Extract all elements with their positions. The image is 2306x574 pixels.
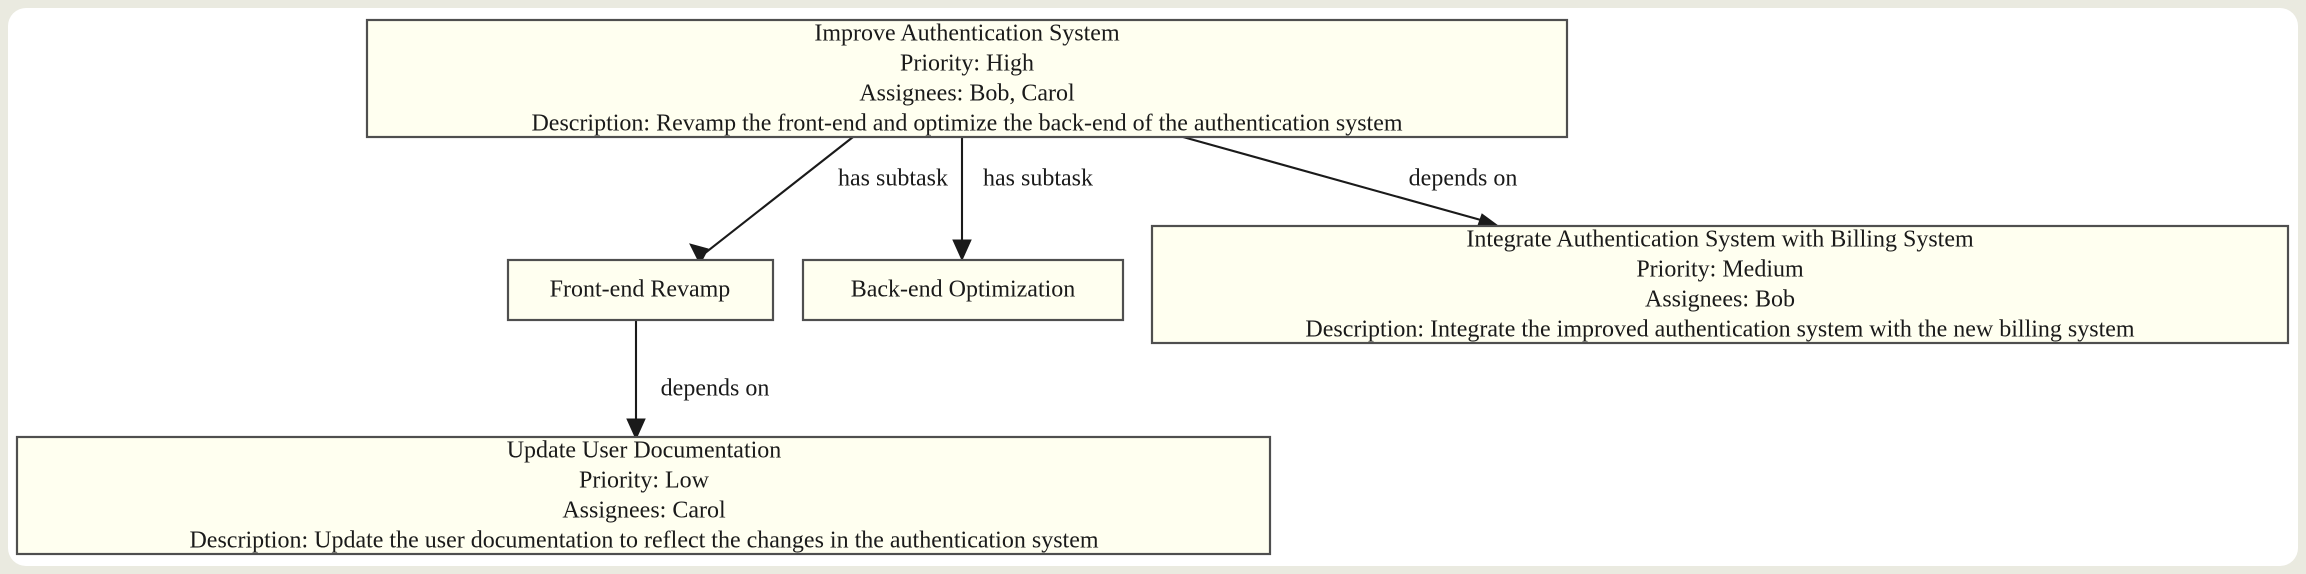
diagram-canvas: has subtask has subtask depends on depen… bbox=[8, 8, 2298, 566]
edge-label-has-subtask-right: has subtask bbox=[983, 166, 1093, 192]
node-description: Description: Update the user documentati… bbox=[189, 528, 1098, 554]
arrowhead-icon bbox=[626, 418, 646, 441]
node-assignees: Assignees: Carol bbox=[562, 498, 726, 524]
node-back-end-optimization[interactable]: Back-end Optimization bbox=[801, 258, 1125, 322]
node-title: Front-end Revamp bbox=[550, 277, 731, 303]
task-dependency-graph: has subtask has subtask depends on depen… bbox=[15, 18, 2290, 556]
node-priority: Priority: High bbox=[900, 51, 1034, 77]
node-description: Description: Revamp the front-end and op… bbox=[531, 111, 1402, 137]
node-box bbox=[801, 258, 1125, 322]
arrowhead-icon bbox=[952, 239, 972, 262]
edge-label-has-subtask-left: has subtask bbox=[838, 166, 948, 192]
node-assignees: Assignees: Bob bbox=[1645, 287, 1795, 313]
node-title: Integrate Authentication System with Bil… bbox=[1466, 227, 1974, 253]
node-box bbox=[15, 435, 1272, 556]
node-title: Back-end Optimization bbox=[851, 277, 1076, 303]
node-improve-authentication-system[interactable]: Improve Authentication System Priority: … bbox=[365, 18, 1569, 139]
node-priority: Priority: Medium bbox=[1636, 257, 1804, 283]
node-priority: Priority: Low bbox=[579, 468, 710, 494]
node-update-user-documentation[interactable]: Update User Documentation Priority: Low … bbox=[15, 435, 1272, 556]
node-assignees: Assignees: Bob, Carol bbox=[859, 81, 1075, 107]
node-title: Improve Authentication System bbox=[814, 21, 1120, 47]
node-box bbox=[365, 18, 1569, 139]
node-box bbox=[506, 258, 775, 322]
edge-label-depends-on-right: depends on bbox=[1409, 166, 1518, 192]
arrowhead-icon bbox=[689, 243, 709, 266]
edge-line bbox=[1182, 135, 1489, 224]
node-box bbox=[1150, 224, 2290, 345]
edge-frontend-to-docs[interactable]: depends on bbox=[626, 320, 770, 441]
node-front-end-revamp[interactable]: Front-end Revamp bbox=[506, 258, 775, 322]
node-title: Update User Documentation bbox=[507, 438, 782, 464]
node-description: Description: Integrate the improved auth… bbox=[1305, 317, 2134, 343]
edge-improve-to-backend[interactable]: has subtask bbox=[952, 137, 1093, 262]
edge-improve-to-integrate[interactable]: depends on bbox=[1182, 135, 1518, 232]
edge-line bbox=[699, 136, 854, 258]
edge-label-depends-on-bottom: depends on bbox=[661, 376, 770, 402]
node-integrate-authentication-system-with-billing-system[interactable]: Integrate Authentication System with Bil… bbox=[1150, 224, 2290, 345]
edge-improve-to-frontend[interactable]: has subtask bbox=[689, 136, 948, 266]
